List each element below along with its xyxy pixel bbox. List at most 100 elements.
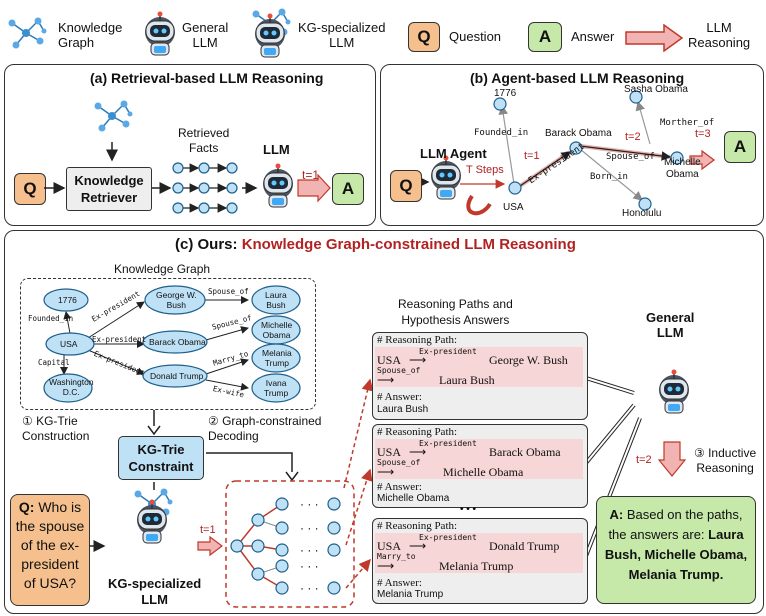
kg-edge-founded-in: Founded_in bbox=[28, 314, 74, 323]
panel-b-t1: t=1 bbox=[524, 150, 540, 162]
path-2-mid: Barack Obama bbox=[489, 445, 561, 459]
path-2-header: # Reasoning Path: bbox=[377, 426, 458, 438]
kg-edge-spouse-of-1: Spouse_of bbox=[208, 287, 249, 296]
path-2-answer-label: # Answer: bbox=[377, 481, 422, 493]
path-1-src: USA bbox=[377, 353, 402, 367]
panel-b-t3: t=3 bbox=[695, 128, 711, 140]
kg-title: Knowledge Graph bbox=[114, 262, 211, 276]
kg-node-ivana-trump: Ivana Trump bbox=[264, 378, 289, 398]
panel-a-answer-box: A bbox=[332, 173, 364, 205]
panel-b-steps-label: T Steps bbox=[466, 164, 504, 176]
path-1-answer-label: # Answer: bbox=[377, 391, 422, 403]
question-text: Who is the spouse of the ex-president of… bbox=[15, 499, 85, 591]
kg-node-washington: Washington D.C. bbox=[49, 377, 94, 397]
paths-ellipsis: • • • bbox=[460, 504, 477, 515]
path-3-end: Melania Trump bbox=[439, 559, 514, 573]
edge-morther-of: Morther_of bbox=[660, 118, 715, 128]
general-llm-label: General LLM bbox=[646, 310, 695, 340]
kg-specialized-llm-icon bbox=[251, 7, 292, 58]
kg-node-laura-bush: Laura Bush bbox=[265, 290, 287, 310]
path-2-rel1: Ex-president bbox=[419, 439, 477, 448]
reasoning-paths-title: Reasoning Paths and Hypothesis Answers bbox=[398, 297, 513, 327]
edge-founded-in: Founded_in bbox=[474, 128, 529, 138]
question-box: Q: Who is the spouse of the ex-president… bbox=[10, 494, 90, 606]
path-1-end: Laura Bush bbox=[439, 373, 495, 387]
panel-b-title: (b) Agent-based LLM Reasoning bbox=[470, 70, 685, 86]
edge-spouse-of: Spouse_of bbox=[606, 152, 655, 162]
kg-edge-ex-president-2: Ex-president bbox=[92, 335, 147, 344]
node-michelle-obama-label: Michelle Obama bbox=[664, 157, 701, 180]
panel-a-title: (a) Retrieval-based LLM Reasoning bbox=[90, 70, 324, 86]
final-answer-a: A: bbox=[609, 507, 624, 522]
path-2-end: Michelle Obama bbox=[443, 465, 524, 479]
question-q: Q: bbox=[18, 499, 35, 515]
kg-node-donald-trump: Donald Trump bbox=[150, 371, 204, 381]
panel-c-title-main: Knowledge Graph-constrained LLM Reasonin… bbox=[241, 236, 576, 253]
path-3-header: # Reasoning Path: bbox=[377, 520, 458, 532]
panel-a-llm-label: LLM bbox=[263, 142, 290, 157]
legend-question-label: Question bbox=[449, 29, 502, 44]
kg-specialized-llm-label: KG-specialized LLM bbox=[108, 576, 202, 607]
kg-trie-constraint-box: KG-Trie Constraint bbox=[118, 436, 204, 480]
retrieved-facts-label: Retrieved Facts bbox=[178, 126, 230, 155]
reasoning-arrow-icon bbox=[625, 24, 684, 52]
path-1-rel2: Spouse_of bbox=[377, 366, 421, 375]
edge-born-in: Born_in bbox=[590, 172, 628, 182]
node-honolulu-label: Honolulu bbox=[622, 208, 662, 219]
path-1-answer: Laura Bush bbox=[377, 404, 429, 415]
legend-question-box: Q bbox=[408, 22, 440, 52]
legend-kg-label: Knowledge Graph bbox=[58, 20, 123, 50]
panel-b-question-box: Q bbox=[390, 170, 422, 202]
panel-b-t2: t=2 bbox=[625, 131, 641, 143]
node-1776-label: 1776 bbox=[494, 88, 517, 99]
node-usa-label: USA bbox=[503, 202, 524, 213]
legend-answer-box: A bbox=[528, 22, 562, 52]
panel-b-answer-box: A bbox=[724, 131, 756, 163]
path-1-header: # Reasoning Path: bbox=[377, 334, 458, 346]
panel-agent-based bbox=[380, 64, 764, 226]
path-3-answer-label: # Answer: bbox=[377, 577, 422, 589]
step-1-label: ① KG-Trie Construction bbox=[22, 414, 90, 443]
general-llm-icon bbox=[144, 10, 176, 56]
legend-answer-label: Answer bbox=[571, 29, 615, 44]
final-answer-text: Based on the paths, the answers are: bbox=[608, 507, 743, 542]
panel-c-title: (c) Ours: Knowledge Graph-constrained LL… bbox=[175, 236, 576, 253]
panel-c-title-prefix: (c) Ours: bbox=[175, 236, 242, 253]
path-1-mid: George W. Bush bbox=[489, 353, 568, 367]
panel-c-t1: t=1 bbox=[200, 524, 216, 536]
path-3-answer: Melania Trump bbox=[377, 589, 444, 600]
node-barack-obama-label: Barack Obama bbox=[545, 128, 612, 139]
kg-node-barack-obama: Barack Obama bbox=[149, 337, 206, 347]
panel-a-t-label: t=1 bbox=[302, 168, 320, 182]
path-3-mid: Donald Trump bbox=[489, 539, 560, 553]
path-3-rel1: Ex-president bbox=[419, 533, 477, 542]
path-2-answer: Michelle Obama bbox=[377, 493, 450, 504]
legend-reasoning-label: LLM Reasoning bbox=[688, 20, 751, 50]
panel-a-question-box: Q bbox=[14, 173, 46, 205]
kg-edge-capital: Capital bbox=[38, 358, 70, 367]
legend-kg-llm-label: KG-specialized LLM bbox=[298, 20, 386, 50]
kg-node-michelle-obama: Michelle Obama bbox=[261, 320, 293, 340]
kg-node-1776: 1776 bbox=[58, 295, 77, 305]
panel-b-agent-label: LLM Agent bbox=[420, 146, 487, 161]
reasoning-path-2: # Reasoning Path: USA Ex-president ⟶ Bar… bbox=[372, 424, 588, 508]
final-answer-box: A: Based on the paths, the answers are: … bbox=[596, 496, 756, 604]
legend-general-llm-label: General LLM bbox=[182, 20, 229, 50]
step-3-label: ③ Inductive Reasoning bbox=[694, 446, 757, 475]
knowledge-graph-icon bbox=[7, 16, 48, 50]
node-sasha-obama-label: Sasha Obama bbox=[624, 84, 688, 95]
knowledge-retriever-box: Knowledge Retriever bbox=[66, 167, 152, 211]
path-2-src: USA bbox=[377, 445, 402, 459]
step-2-label: ② Graph-constrained Decoding bbox=[208, 414, 322, 443]
reasoning-path-3: # Reasoning Path: USA Ex-president ⟶ Don… bbox=[372, 518, 588, 604]
final-answer-names: Laura Bush, Michelle Obama, Melania Trum… bbox=[604, 527, 748, 582]
kg-node-melania-trump: Melania Trump bbox=[262, 348, 292, 368]
kg-node-george-bush: George W. Bush bbox=[156, 290, 197, 310]
kg-node-usa: USA bbox=[60, 339, 78, 349]
panel-c-t2: t=2 bbox=[636, 454, 652, 466]
path-2-rel2: Spouse_of bbox=[377, 458, 421, 467]
path-3-rel2: Marry_to bbox=[377, 552, 416, 561]
reasoning-path-1: # Reasoning Path: USA Ex-president ⟶ Geo… bbox=[372, 332, 588, 420]
knowledge-graph-box bbox=[20, 278, 316, 410]
path-1-rel1: Ex-president bbox=[419, 347, 477, 356]
